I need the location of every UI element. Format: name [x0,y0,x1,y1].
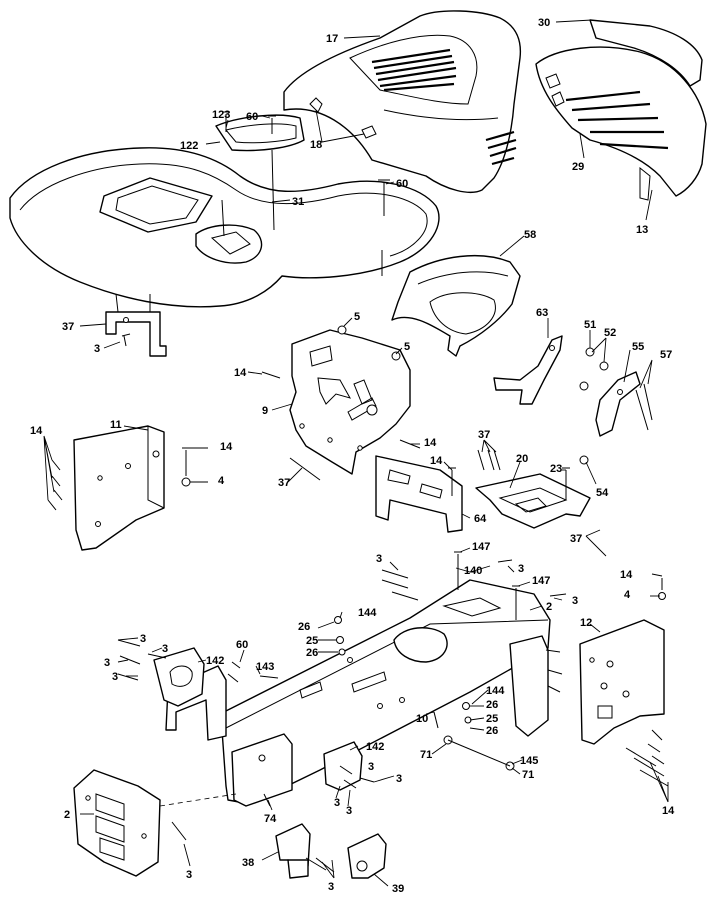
hood-grille-icon [371,48,457,92]
callout-23: 23 [550,463,562,475]
callout-26-b: 26 [306,647,318,659]
callout-4-a: 4 [218,475,225,487]
callout-26-a: 26 [298,621,310,633]
callout-142-b: 142 [366,741,384,753]
callout-54: 54 [596,487,609,499]
bracket-part-142 [153,647,363,791]
callout-147-b: 147 [532,575,550,587]
dash-panel-part-9 [289,329,411,475]
callout-58: 58 [524,229,536,241]
front-plate-part-2 [73,769,161,877]
callout-14-g: 14 [662,805,675,817]
callout-52: 52 [604,327,616,339]
callout-144-b: 144 [486,685,505,697]
callout-37-b: 37 [478,429,490,441]
callout-30: 31 [292,196,304,208]
callout-3-c: 3 [518,563,524,575]
callout-51: 51 [584,319,596,331]
callout-144-a: 144 [358,607,377,619]
callout-13: 12 [580,617,592,629]
callout-17: 17 [326,33,338,45]
callout-14-c: 14 [220,441,233,453]
callout-3-e: 3 [140,633,146,645]
frame-part-140 [165,579,551,807]
side-panel-part-11 [47,425,165,551]
callout-3-l: 3 [346,805,352,817]
callout-10: 10 [416,713,428,725]
callout-5-a: 5 [354,311,360,323]
callout-3-g: 3 [104,657,110,669]
callout-5-b: 5 [404,341,410,353]
callout-60-top: 60 [246,111,258,123]
callout-2: 2 [64,809,70,821]
callout-60-low: 60 [236,639,248,651]
callout-1: 2 [546,601,552,613]
callout-3-m: 3 [186,869,192,881]
callout-26-c: 26 [486,699,498,711]
callout-25-b: 25 [486,713,498,725]
callout-25-a: 25 [306,635,318,647]
bracket-part-38 [275,823,311,879]
hardware-bolts [117,111,669,873]
callout-14-b: 14 [30,425,43,437]
lever-part-55 [595,371,641,437]
callout-55: 55 [632,341,644,353]
callout-71-b: 71 [522,769,534,781]
callout-57: 57 [660,349,672,361]
callout-3-b: 3 [376,553,382,565]
bracket-part-31 [105,293,167,357]
callout-3-k: 3 [334,797,340,809]
bracket-part-39 [347,833,387,879]
grille-part-28 [535,19,707,201]
fender-part-30 [9,114,440,308]
callout-20: 20 [516,453,528,465]
callout-3-n: 3 [328,881,334,893]
callout-143: 143 [256,661,274,673]
callout-14-d: 14 [424,437,437,449]
callout-3-f: 3 [162,643,168,655]
callout-145: 145 [520,755,538,767]
shield-part-58 [391,254,521,357]
callout-14-f: 14 [620,569,633,581]
callout-31: 37 [62,321,74,333]
callout-60-mid: 60 [396,178,408,190]
callout-123: 123 [212,109,230,121]
callout-3-h: 3 [112,671,118,683]
callout-9: 9 [262,405,268,417]
bracket-part-64 [375,455,463,533]
leader-lines [43,19,669,887]
callout-37-c: 37 [570,533,582,545]
callout-29: 30 [538,17,550,29]
callout-12: 13 [636,224,648,236]
callout-71-a: 71 [420,749,432,761]
callout-64: 64 [474,513,487,525]
callout-142-a: 142 [206,655,224,667]
callout-140: 140 [464,565,482,577]
lever-part-63 [493,335,563,405]
callout-14-a: 14 [234,367,247,379]
callout-14-e: 14 [430,455,443,467]
callout-38: 38 [242,857,254,869]
callout-26-d: 26 [486,725,498,737]
callout-74: 74 [264,813,277,825]
callout-28: 29 [572,161,584,173]
callout-3-i: 3 [368,761,374,773]
callout-37-a: 37 [278,477,290,489]
callout-4-b: 4 [624,589,631,601]
bracket-part-20 [475,473,591,529]
callout-39: 39 [392,883,404,895]
side-panel-part-13 [579,619,665,765]
callout-3-d: 3 [572,595,578,607]
callout-11: 11 [110,419,122,431]
callout-122: 122 [180,140,198,152]
callout-63: 63 [536,307,548,319]
callout-147-a: 147 [472,541,490,553]
callout-3-j: 3 [396,773,402,785]
callout-labels: 17 30 29 13 18 123 122 60 60 31 58 37 3 … [30,17,675,895]
hood-part-17 [283,10,522,194]
callout-3-a: 3 [94,343,100,355]
callout-18: 18 [310,139,322,151]
